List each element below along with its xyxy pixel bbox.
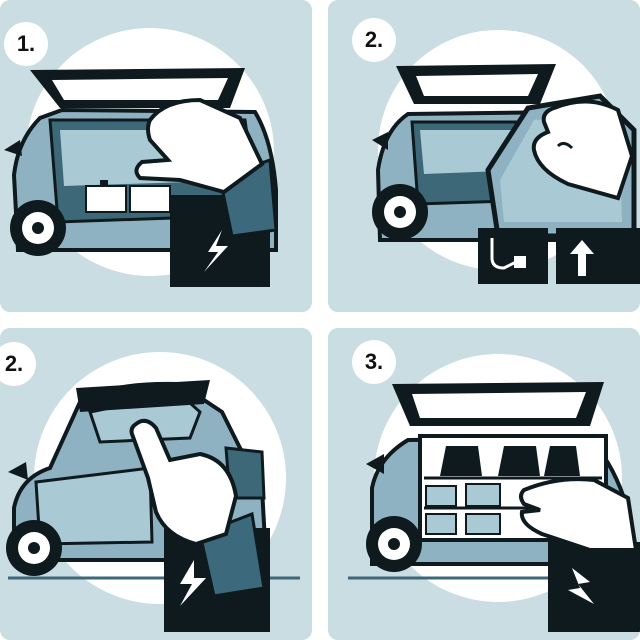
up-arrow-icon <box>556 228 640 284</box>
hand-icon <box>531 99 635 201</box>
step-number: 3. <box>352 340 396 384</box>
step-panel-3: 2. <box>0 328 312 640</box>
step-3-illustration <box>0 328 312 640</box>
step-1-illustration <box>0 0 312 312</box>
curved-arrow-icon <box>478 228 548 284</box>
step-panel-2: 2. <box>328 0 640 312</box>
step-panel-1: 1. <box>0 0 312 312</box>
hand-icon <box>519 477 639 552</box>
storage-boxes-icon <box>425 483 501 535</box>
step-4-illustration <box>328 328 640 640</box>
step-panel-4: 3. <box>328 328 640 640</box>
pointing-hand-icon <box>129 418 266 598</box>
step-number: 2. <box>0 342 36 386</box>
step-number: 1. <box>4 22 48 66</box>
hand-icon <box>134 97 278 238</box>
lightning-icon <box>548 542 640 632</box>
step-number: 2. <box>352 18 396 62</box>
